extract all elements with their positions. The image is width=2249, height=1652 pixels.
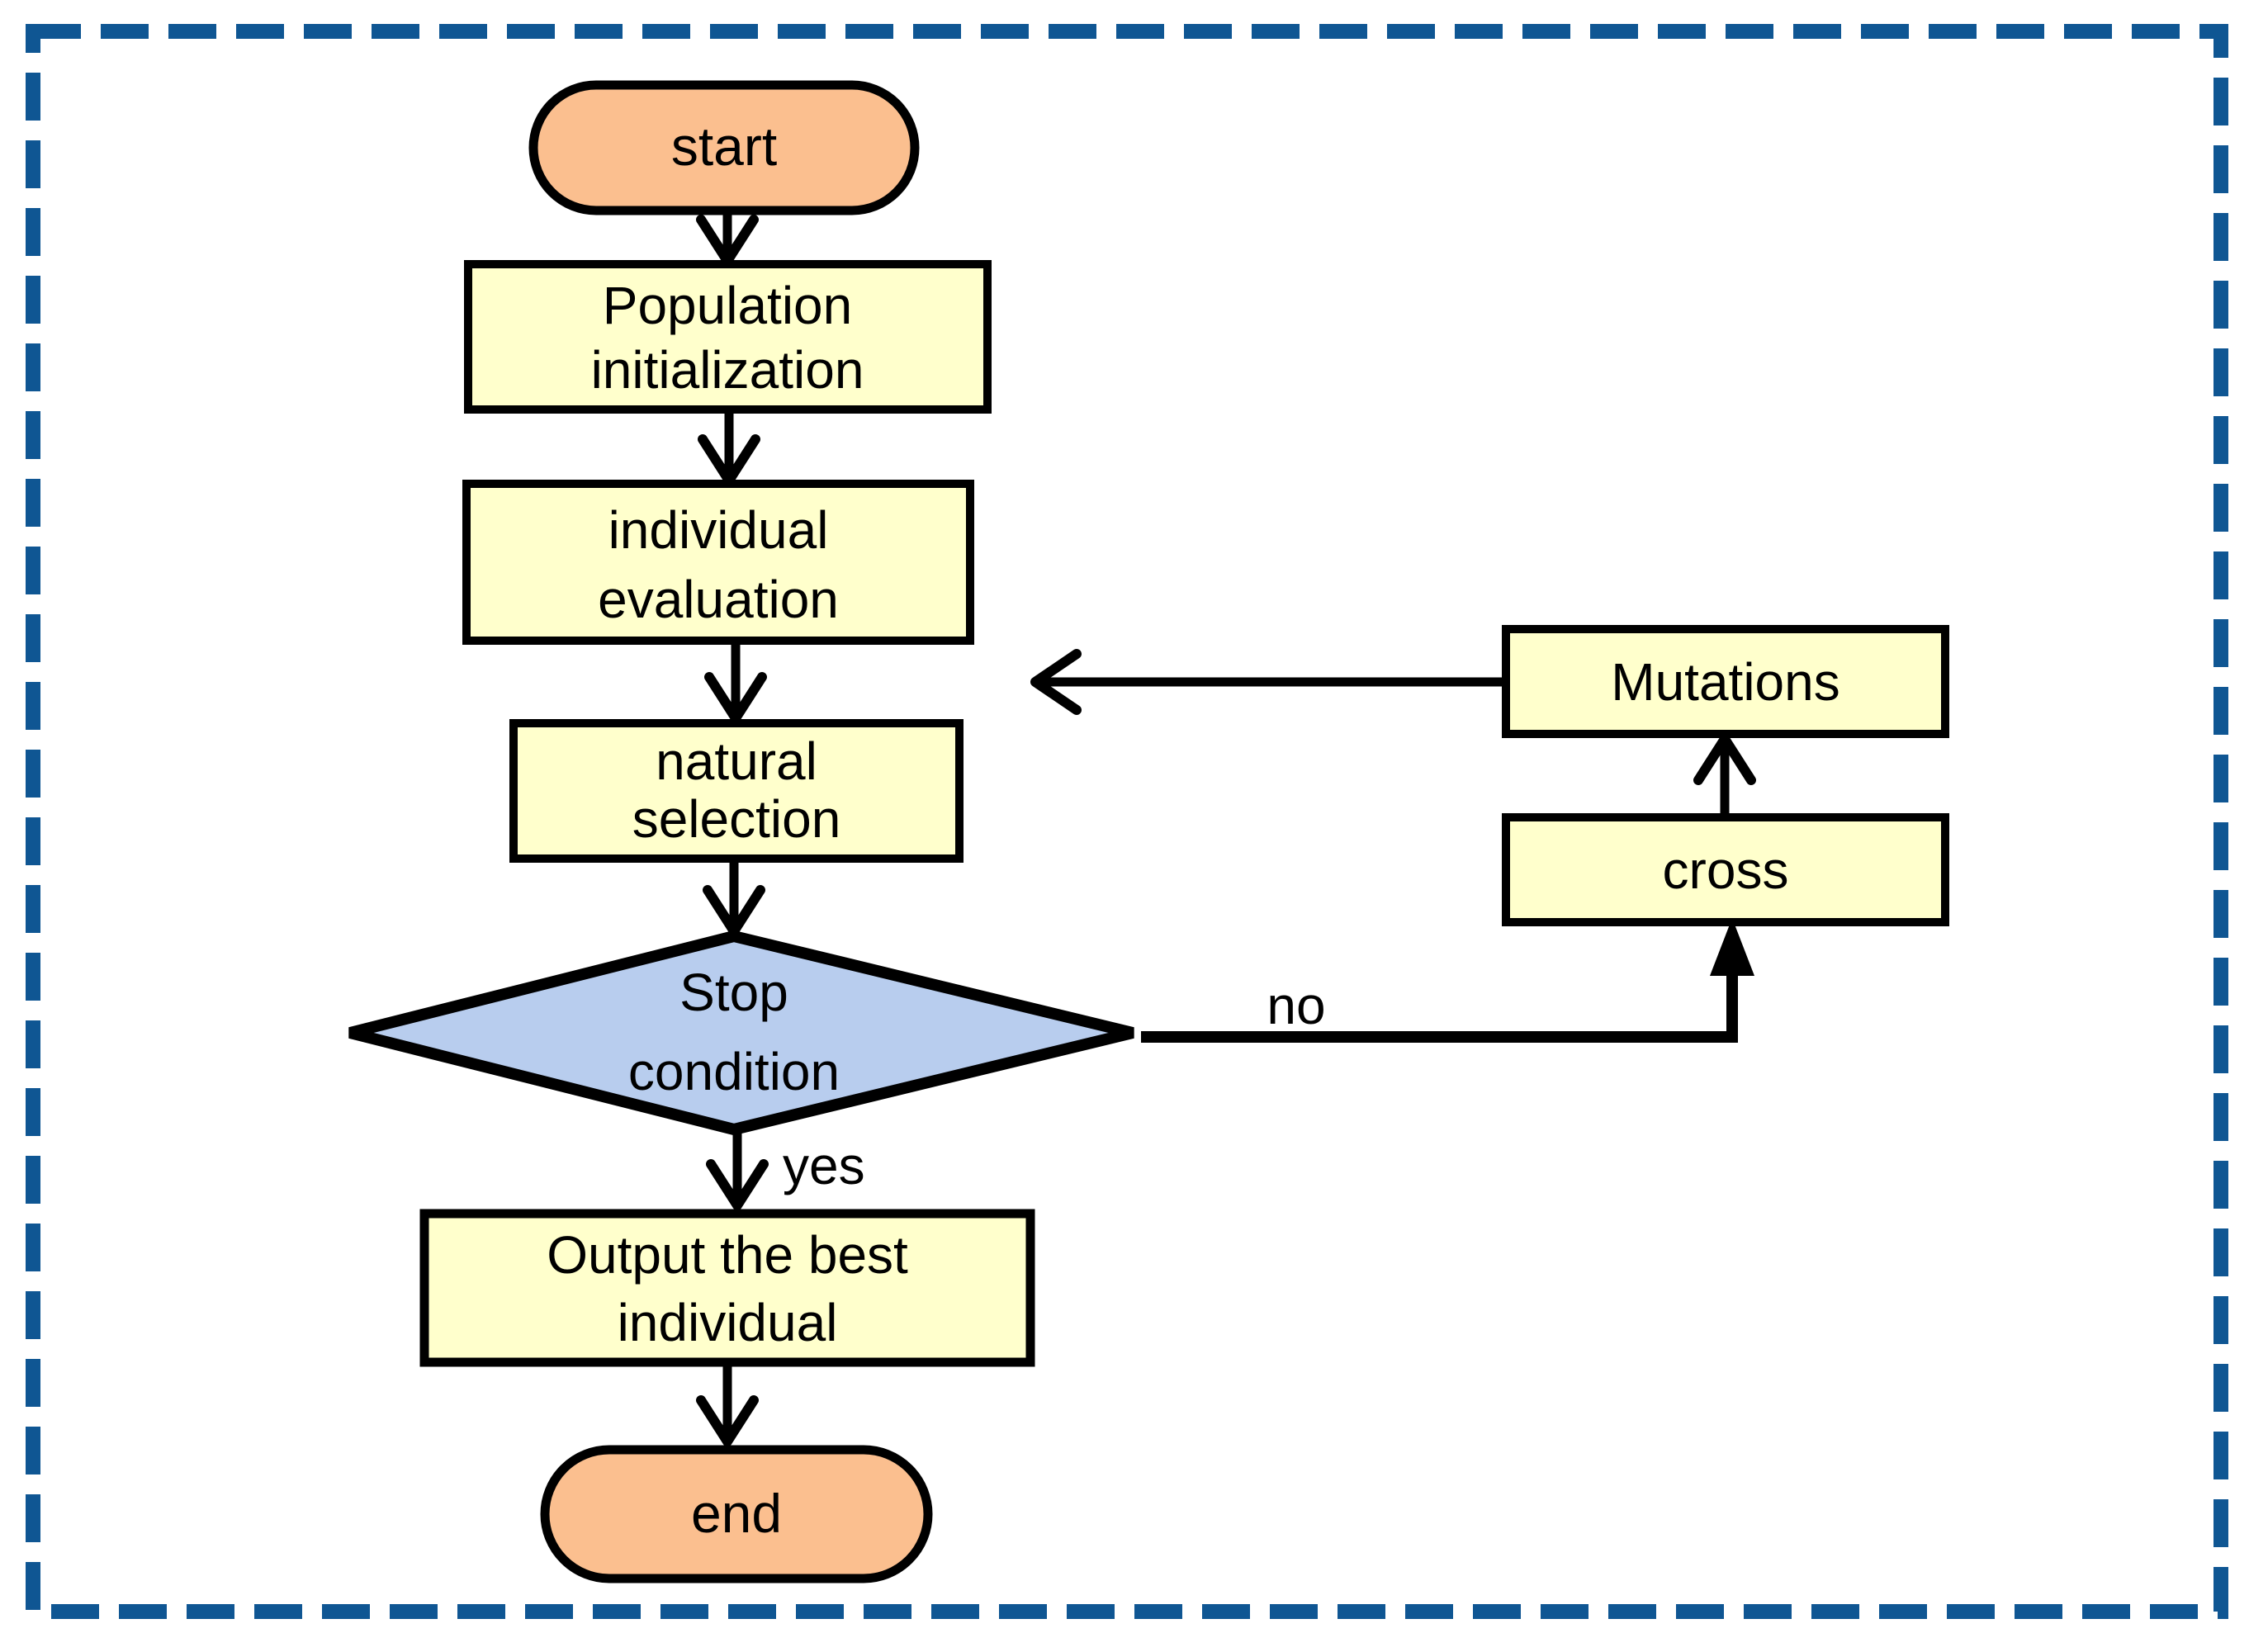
arrow-down-icon xyxy=(696,1395,759,1446)
mutations-label: Mutations xyxy=(1611,652,1839,712)
no-elbow-line xyxy=(1141,973,1738,1043)
mutations-node: Mutations xyxy=(1502,625,1949,738)
population-initialization-label-line2: initialization xyxy=(591,340,864,400)
natural-selection-shape xyxy=(509,719,964,863)
arrow-output-to-end xyxy=(696,1364,759,1446)
no-label: no xyxy=(1267,976,1325,1035)
arrow-mutations-to-evaluation xyxy=(1030,649,1506,715)
natural-selection-node: natural selection xyxy=(509,719,964,863)
arrow-down-icon xyxy=(704,672,767,723)
arrow-cross-to-mutations xyxy=(1693,734,1756,816)
cross-shape xyxy=(1502,813,1949,926)
dashed-border xyxy=(26,24,2228,1619)
arrow-start-to-population xyxy=(696,212,759,266)
end-terminal-shape xyxy=(540,1445,933,1583)
individual-evaluation-shape xyxy=(462,480,974,645)
natural-selection-label-line1: natural xyxy=(656,731,817,791)
arrow-down-icon xyxy=(706,1159,769,1210)
start-label: start xyxy=(671,116,777,177)
population-initialization-shape xyxy=(464,260,992,414)
arrow-stop-condition-to-output-yes xyxy=(706,1132,769,1210)
mutations-shape xyxy=(1502,625,1949,738)
arrow-up-icon xyxy=(1693,734,1756,785)
individual-evaluation-label-line1: individual xyxy=(608,500,829,560)
population-initialization-node: Population initialization xyxy=(464,260,992,414)
stop-condition-label-line1: Stop xyxy=(679,963,788,1022)
yes-label: yes xyxy=(783,1136,865,1195)
stop-condition-diamond: Stop condition xyxy=(348,930,1134,1136)
cross-label: cross xyxy=(1663,840,1789,900)
arrow-evaluation-to-selection xyxy=(704,642,767,723)
population-initialization-label-line1: Population xyxy=(603,276,852,335)
start-node: start xyxy=(528,80,920,215)
individual-evaluation-label-line2: evaluation xyxy=(598,570,839,629)
output-best-individual-shape xyxy=(419,1209,1035,1367)
output-best-individual-node: Output the best individual xyxy=(419,1209,1035,1367)
no-branch-path xyxy=(1141,918,1754,1043)
arrow-up-filled-icon xyxy=(1710,918,1754,976)
stop-condition-shape xyxy=(348,930,1134,1136)
stop-condition-label-line2: condition xyxy=(628,1042,840,1101)
output-best-individual-label-line1: Output the best xyxy=(547,1225,908,1285)
arrow-population-to-evaluation xyxy=(698,411,760,485)
cross-node: cross xyxy=(1502,813,1949,926)
natural-selection-label-line2: selection xyxy=(632,789,841,849)
arrow-left-icon xyxy=(1030,649,1082,715)
individual-evaluation-node: individual evaluation xyxy=(462,480,974,645)
output-best-individual-label-line2: individual xyxy=(618,1293,838,1352)
arrow-selection-to-stop-condition xyxy=(703,860,765,936)
start-terminal-shape xyxy=(528,80,920,215)
end-node: end xyxy=(540,1445,933,1583)
end-label: end xyxy=(691,1483,782,1544)
